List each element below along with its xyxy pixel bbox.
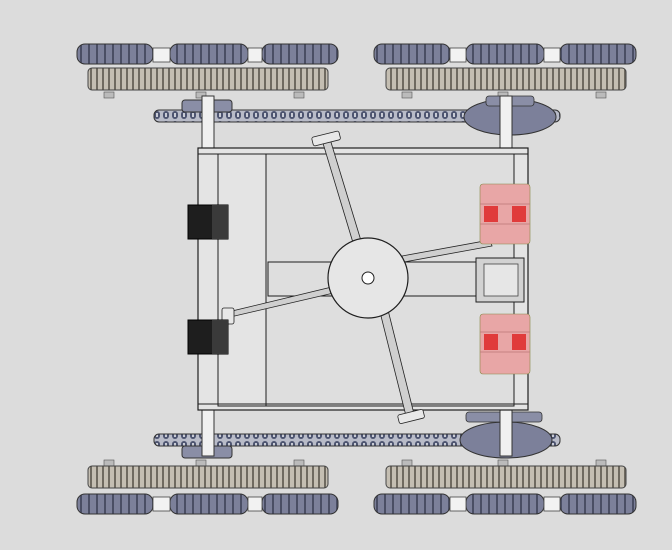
sensor-icon [187, 204, 229, 240]
tread-wheel [465, 43, 545, 65]
gear-mount [401, 91, 413, 99]
rod-clamp [311, 130, 341, 147]
gear-mount [103, 91, 115, 99]
chain-icon [153, 411, 561, 459]
tread-wheel [465, 493, 545, 515]
gear-mount [293, 459, 305, 467]
hub-icon [327, 237, 409, 319]
tread-wheel [559, 493, 637, 515]
tread-wheel [559, 43, 637, 65]
motor-icon [479, 313, 531, 375]
box-icon [475, 257, 525, 303]
chain-icon [153, 95, 561, 136]
bottom-left-wheel-set [76, 459, 339, 515]
gear-wheel-icon [373, 459, 637, 515]
tread-wheel [261, 43, 339, 65]
sensor-upper-face [212, 205, 228, 239]
sensor-icon [187, 319, 229, 355]
rod-clamp [397, 408, 425, 424]
top-right-wheel-set [373, 43, 637, 99]
motor-lower-port [512, 334, 526, 350]
bottom-chain [153, 433, 561, 447]
axle-bracket [247, 496, 263, 512]
drive-gear-strip [87, 465, 329, 489]
gear-mount [195, 91, 207, 99]
tread-wheel [261, 493, 339, 515]
drive-gear-strip [385, 465, 627, 489]
axle-bracket [543, 496, 561, 512]
axle-bracket [449, 47, 467, 63]
tread-wheel [373, 493, 451, 515]
motor-icon [479, 183, 531, 245]
gear-wheel-icon [76, 43, 339, 99]
motor-lower [479, 313, 531, 375]
tread-wheel [76, 493, 154, 515]
axle-bracket [543, 47, 561, 63]
gear-wheel-icon [373, 43, 637, 99]
axle-bracket [152, 496, 171, 512]
tread-wheel [169, 493, 249, 515]
rod-assembly [221, 130, 493, 424]
bottom-right-wheel-set [373, 459, 637, 515]
gear-mount [401, 459, 413, 467]
gear-wheel-icon [76, 459, 339, 515]
axle-bracket [449, 496, 467, 512]
tread-wheel [373, 43, 451, 65]
tread-wheel [76, 43, 154, 65]
drive-gear-strip [385, 67, 627, 91]
gear-mount [195, 459, 207, 467]
top-chain [153, 109, 561, 123]
motor-upper-port [512, 206, 526, 222]
motor-lower-port [484, 334, 498, 350]
center-hub-bore [361, 271, 375, 285]
drive-gear-strip [87, 67, 329, 91]
motor-upper-port [484, 206, 498, 222]
gear-mount [595, 459, 607, 467]
gear-mount [103, 459, 115, 467]
gear-mount [497, 459, 509, 467]
axle-bracket [152, 47, 171, 63]
tread-wheel [169, 43, 249, 65]
sensor-lower-face [212, 320, 228, 354]
gear-mount [293, 91, 305, 99]
controller-box-inner [483, 263, 519, 297]
motor-upper [479, 183, 531, 245]
gear-mount [595, 91, 607, 99]
top-left-wheel-set [76, 43, 339, 99]
axle-bracket [247, 47, 263, 63]
